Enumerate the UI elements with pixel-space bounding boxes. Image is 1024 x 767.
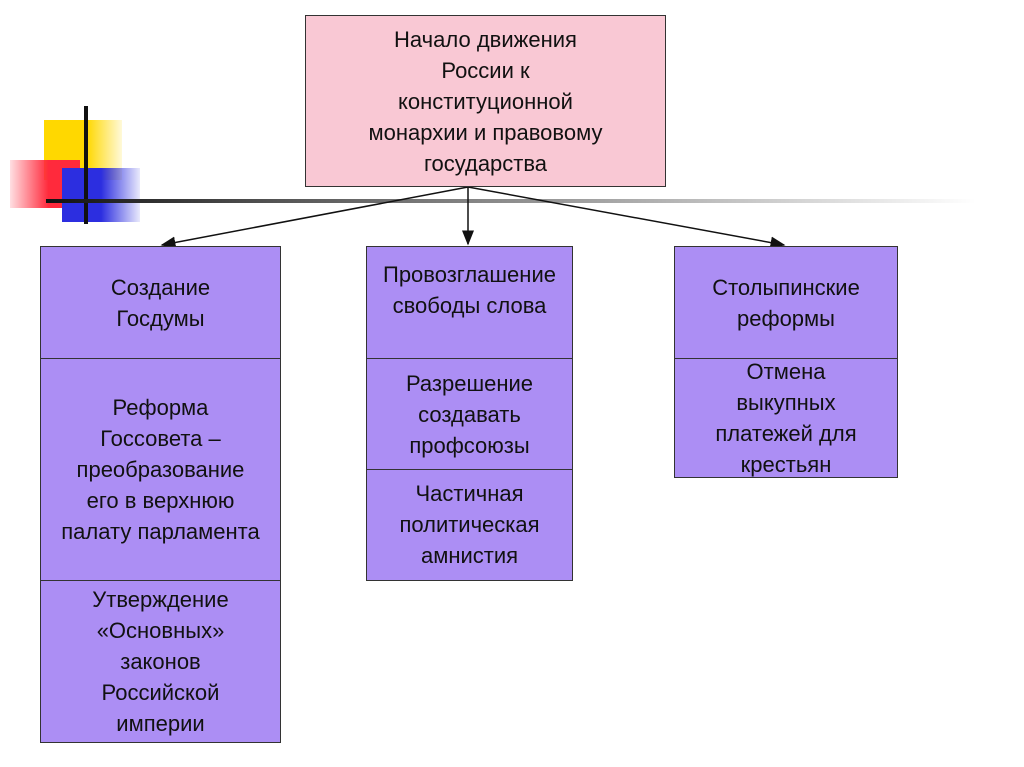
middle-cell-trade-unions: Разрешение создавать профсоюзы [367,358,572,469]
left-cell-gossovet-reform: Реформа Госсовета – преобразование его в… [41,358,280,580]
decor-horizontal-line [46,199,976,203]
arrow-to-left-column [160,186,469,249]
root-node: Начало движения России к конституционной… [305,15,666,187]
arrow-to-right-column [467,186,786,249]
middle-cell-freedom-of-speech: Провозглашение свободы слова [383,262,556,318]
left-column: Создание Госдумы Реформа Госсовета – пре… [40,246,281,743]
right-cell-redemption-payments: Отмена выкупных платежей для крестьян [675,358,897,477]
decor-vertical-line [84,106,88,224]
left-cell-basic-laws: Утверждение «Основных» законов Российско… [41,580,280,741]
middle-column: Провозглашение свободы слова Разрешение … [366,246,573,581]
left-cell-gosduma: Создание Госдумы [110,274,211,331]
right-cell-stolypin-reforms: Столыпинские реформы [712,274,860,331]
decor-blue-square [62,168,140,222]
right-column: Столыпинские реформы Отмена выкупных пла… [674,246,898,478]
middle-cell-amnesty: Частичная политическая амнистия [367,469,572,579]
